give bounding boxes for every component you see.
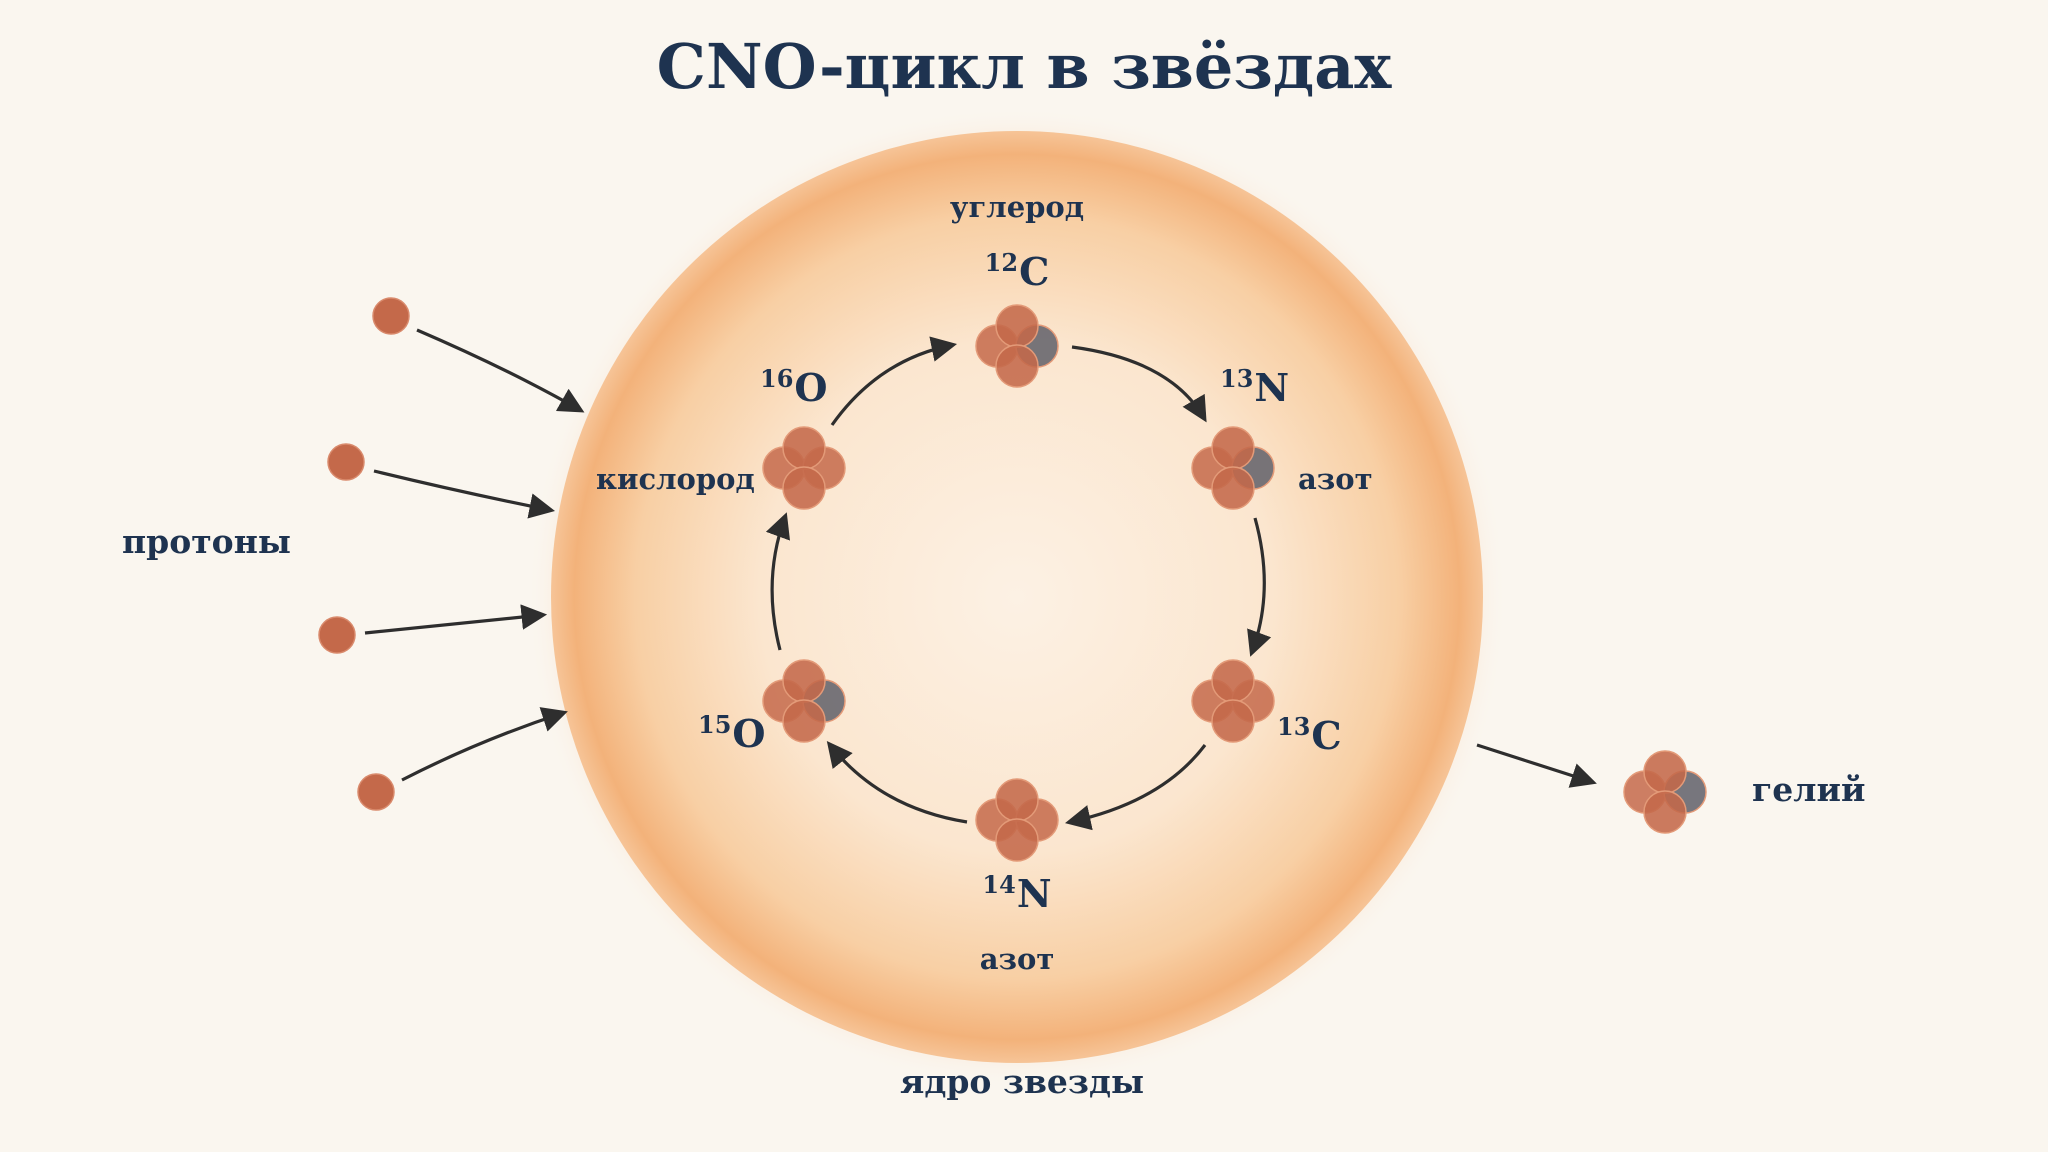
proton-sphere [782,699,826,743]
nucleus-c12 [975,304,1059,388]
cycle-arrows [765,336,1272,831]
helium-nucleus [1623,750,1707,834]
arrow-n13-to-c13 [1247,517,1272,657]
isotope-label-n13: 13N [1220,364,1290,410]
incoming-protons [318,297,585,811]
proton-sphere [1643,750,1687,794]
isotope-label-o15: 15O [698,710,766,756]
proton-arrow [416,328,585,413]
nucleus-name-n13: азот [1298,462,1373,496]
proton-arrow [373,469,556,519]
proton-sphere [1211,426,1255,470]
nuclei-group [762,304,1707,862]
proton-sphere [1643,790,1687,834]
nucleus-o16 [762,426,846,510]
star-core [551,131,1483,1063]
isotope-label-c13: 13C [1277,712,1342,758]
helium-label: гелий [1752,770,1866,809]
helium-arrow [1476,743,1597,788]
page-title: CNO-цикл в звёздах [656,30,1392,103]
arrow-c12-to-n13 [1071,345,1207,423]
nucleus-name-n14: азот [979,942,1055,976]
proton [372,297,410,335]
proton-arrow [401,707,568,782]
proton-sphere [995,778,1039,822]
nucleus-c13 [1191,659,1275,743]
proton-sphere [782,466,826,510]
nucleus-n14 [975,778,1059,862]
proton-sphere [1211,699,1255,743]
nucleus-name-c12: углерод [949,190,1085,224]
proton-sphere [995,304,1039,348]
proton-sphere [782,659,826,703]
nucleus-n13 [1191,426,1275,510]
proton-sphere [782,426,826,470]
proton-sphere [995,344,1039,388]
arrow-o16-to-c12 [830,336,958,426]
proton-sphere [1211,659,1255,703]
proton-arrow [364,604,548,635]
proton [318,616,356,654]
proton-sphere [1211,466,1255,510]
protons-label: протоны [122,522,291,561]
arrow-n14-to-o15 [826,740,968,824]
isotope-label-c12: 12C [984,248,1050,294]
proton [327,443,365,481]
nucleus-o15 [762,659,846,743]
isotope-label-o16: 16O [760,364,828,410]
arrow-o15-to-o16 [765,512,791,651]
arrow-c13-to-n14 [1064,744,1207,831]
proton [357,773,395,811]
isotope-label-n14: 14N [982,870,1052,916]
proton-sphere [995,818,1039,862]
nucleus-name-o16: кислород [596,462,755,496]
star-core-label: ядро звезды [899,1062,1145,1101]
